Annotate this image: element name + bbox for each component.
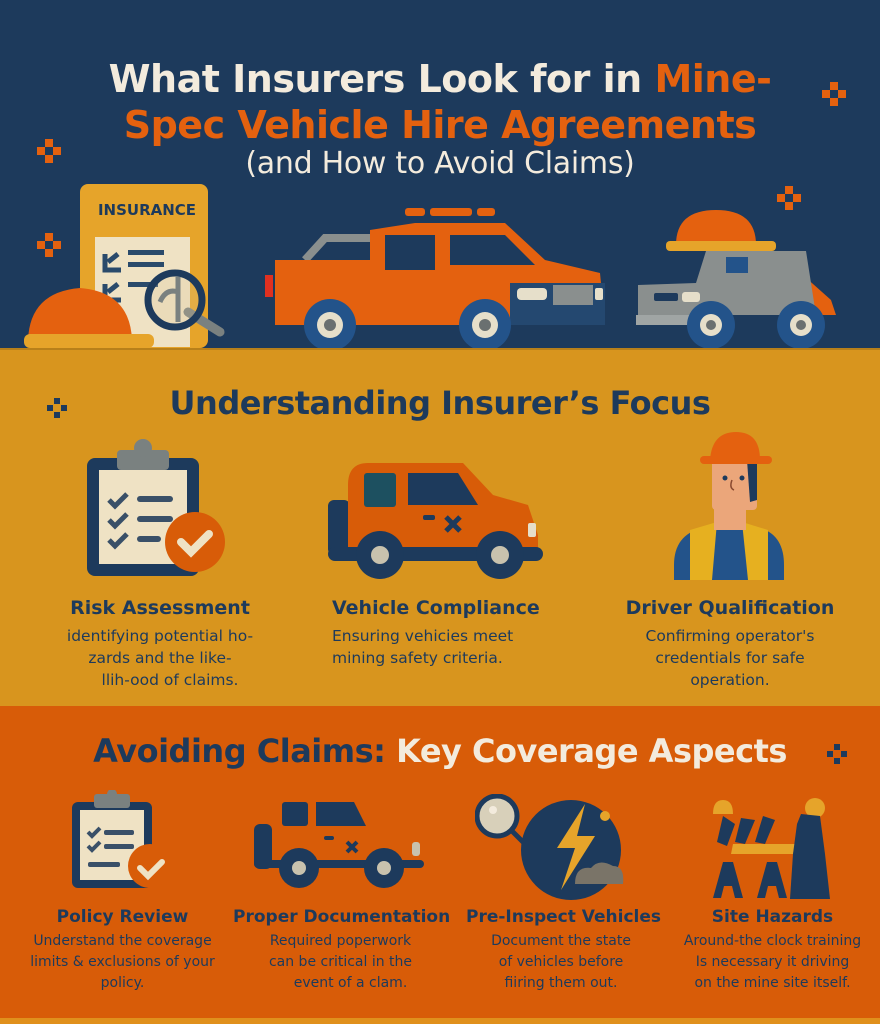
sparkle-icon	[46, 398, 70, 422]
claims-card-site-hazards: Site Hazards Around-the clock training I…	[670, 905, 875, 994]
desc-line: zards and the like-	[88, 649, 232, 667]
desc-line: mining safety criteria.	[332, 649, 503, 667]
desc-line: Around-the clock training	[683, 933, 862, 949]
card-title: Proper Documentation	[233, 907, 451, 927]
title-light-text: Key Coverage Aspects	[385, 732, 787, 770]
claims-card-proper-documentation: Proper Documentation Required poperwork …	[233, 905, 451, 994]
vehicle-outline-icon	[254, 802, 424, 888]
focus-card-driver-qualification: Driver Qualification Confirming operator…	[600, 595, 860, 691]
desc-line: Document the state	[491, 933, 631, 949]
card-description: Required poperwork can be critical in th…	[233, 931, 448, 994]
card-title: Pre-Inspect Vehicles	[466, 907, 662, 927]
sparkle-icon	[822, 82, 846, 106]
desc-line: Required poperwork	[269, 933, 412, 949]
desc-line: Understand the coverage	[33, 933, 212, 949]
title-accent-line: Spec Vehicle Hire Agreements	[123, 103, 757, 147]
title-dark-text: Avoiding Claims:	[93, 732, 386, 770]
claims-card-policy-review: Policy Review Understand the coverage li…	[15, 905, 230, 994]
desc-line: credentials for safe	[655, 649, 805, 667]
grey-utility-truck-with-hard-hat-icon	[636, 210, 836, 348]
card-title: Policy Review	[56, 907, 189, 927]
card-description: Around-the clock training Is necessary i…	[670, 931, 875, 994]
desc-line: can be critical in the	[268, 954, 413, 970]
card-title: Site Hazards	[711, 907, 834, 927]
card-description: Ensuring vehicies meet mining safety cri…	[332, 625, 558, 669]
suv-icon	[328, 463, 543, 579]
insurer-focus-section: Understanding Insurer’s Focus	[0, 348, 880, 706]
desc-line: identifying potential ho-	[66, 627, 254, 645]
sparkle-icon	[777, 186, 801, 210]
card-description: Understand the coverage limits & exclusi…	[15, 931, 230, 994]
page-title: What Insurers Look for in Mine- Spec Veh…	[0, 56, 880, 148]
clipboard-check-icon	[72, 790, 172, 888]
focus-card-vehicle-compliance: Vehicle Compliance Ensuring vehicies mee…	[318, 595, 558, 669]
worker-hard-hat-icon	[674, 432, 784, 580]
clipboard-check-icon	[87, 439, 225, 576]
card-description: identifying potential ho- zards and the …	[40, 625, 280, 691]
workers-site-hazard-icon	[713, 798, 830, 899]
desc-line: limits & exclusions of your	[30, 954, 215, 970]
sparkle-icon	[826, 744, 850, 768]
orange-pickup-truck-icon	[265, 208, 605, 348]
card-title: Vehicle Compliance	[332, 597, 540, 619]
insurance-doc-label: INSURANCE	[97, 201, 197, 219]
title-accent-text: Mine-	[654, 57, 772, 101]
desc-line: policy.	[100, 975, 145, 991]
focus-card-risk-assessment: Risk Assessment identifying potential ho…	[40, 595, 280, 691]
sparkle-icon	[37, 233, 61, 257]
desc-line: Confirming operator's	[645, 627, 815, 645]
desc-line: llih-ood of claims.	[101, 671, 239, 689]
title-text: What Insurers Look for in	[108, 57, 655, 101]
claims-card-pre-inspect-vehicles: Pre-Inspect Vehicles Document the state …	[466, 905, 662, 994]
desc-line: operation.	[690, 671, 770, 689]
card-title: Driver Qualification	[625, 597, 835, 619]
desc-line: event of a clam.	[293, 975, 408, 991]
desc-line: Ensuring vehicies meet	[332, 627, 514, 645]
section-title-insurer-focus: Understanding Insurer’s Focus	[169, 384, 711, 422]
card-description: Document the state of vehicles before fi…	[466, 931, 656, 994]
sparkle-icon	[37, 139, 61, 163]
desc-line: fiiring them out.	[504, 975, 618, 991]
desc-line: on the mine site itself.	[694, 975, 851, 991]
section-title-avoiding-claims: Avoiding Claims: Key Coverage Aspects	[0, 732, 880, 770]
desc-line: Is necessary it driving	[695, 954, 850, 970]
avoiding-claims-section: Avoiding Claims: Key Coverage Aspects	[0, 706, 880, 1018]
card-title: Risk Assessment	[70, 597, 250, 619]
insurance-document-icon	[24, 184, 225, 348]
magnifier-lightning-icon	[475, 794, 624, 900]
desc-line: of vehicles before	[498, 954, 624, 970]
bottom-strip	[0, 1018, 880, 1024]
card-description: Confirming operator's credentials for sa…	[600, 625, 860, 691]
page-subtitle: (and How to Avoid Claims)	[245, 146, 635, 181]
hero-banner: What Insurers Look for in Mine- Spec Veh…	[0, 0, 880, 348]
